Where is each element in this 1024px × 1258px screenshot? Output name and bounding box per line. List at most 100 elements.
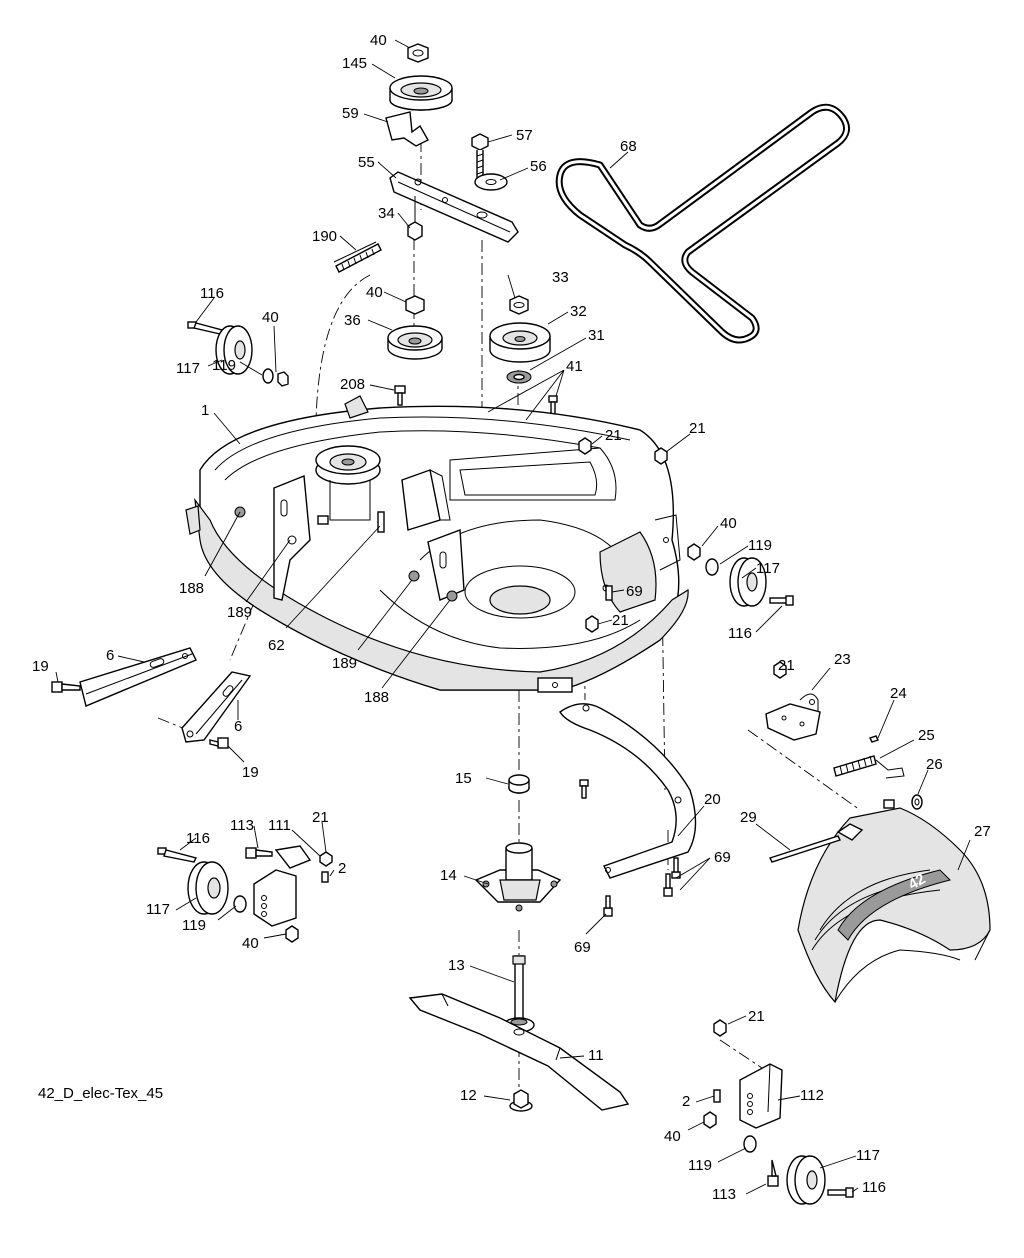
callout-2: 2 [682, 1093, 690, 1110]
mower-deck [185, 395, 689, 693]
callout-41: 41 [566, 358, 583, 375]
callout-26: 26 [926, 756, 943, 773]
callout-19: 19 [32, 658, 49, 675]
callout-188: 188 [364, 689, 389, 706]
callout-116: 116 [200, 285, 224, 302]
spindle-housing-14 [474, 842, 562, 912]
callout-13: 13 [448, 957, 465, 974]
pulley-stack [387, 295, 558, 451]
bearing-15 [508, 774, 530, 794]
callout-57: 57 [516, 127, 533, 144]
chute-rod-29 [769, 823, 864, 863]
callout-14: 14 [440, 867, 457, 884]
idler-arm-55 [389, 171, 519, 243]
callout-62: 62 [268, 637, 285, 654]
callout-113: 113 [230, 817, 254, 834]
callout-31: 31 [588, 327, 605, 344]
callout-119: 119 [748, 537, 772, 554]
wheel-assembly-lower-right [703, 1019, 854, 1205]
callout-6: 6 [106, 647, 114, 664]
callout-111: 111 [268, 817, 291, 834]
callout-69: 69 [714, 849, 731, 866]
callout-116: 116 [728, 625, 752, 642]
pin-24 [869, 735, 879, 743]
callout-29: 29 [740, 809, 757, 826]
callout-25: 25 [918, 727, 935, 744]
callout-40: 40 [366, 284, 383, 301]
callout-188: 188 [179, 580, 204, 597]
nut-12 [509, 1089, 533, 1112]
callout-59: 59 [342, 105, 359, 122]
spring-25 [833, 755, 905, 779]
nut-34 [407, 196, 423, 241]
spindle-stack [408, 774, 630, 1112]
callout-1: 1 [201, 402, 209, 419]
callout-117: 117 [176, 360, 200, 377]
callout-116: 116 [186, 830, 210, 847]
callout-6: 6 [234, 718, 242, 735]
callout-189: 189 [332, 655, 357, 672]
callout-21: 21 [748, 1008, 765, 1025]
callout-36: 36 [344, 312, 361, 329]
arm-6-bottom [181, 671, 252, 743]
deck-hardware [578, 437, 668, 633]
wheel-assembly-right [687, 543, 794, 607]
bolt-57 [471, 133, 489, 179]
callout-112: 112 [800, 1087, 824, 1104]
callout-33: 33 [552, 269, 569, 286]
callout-117: 117 [756, 560, 780, 577]
chute-bracket-23 [765, 661, 821, 741]
pulley-36 [387, 325, 443, 360]
bolt-19-bottom [209, 737, 229, 749]
leader-lines [55, 39, 971, 1195]
discharge-chute-27: 42 [797, 799, 991, 1004]
wheel-assembly-lower-left [157, 845, 333, 943]
callout-21: 21 [605, 427, 622, 444]
callout-56: 56 [530, 158, 547, 175]
callout-190: 190 [312, 228, 337, 245]
pulley-32 [489, 322, 551, 363]
baffle-20 [559, 703, 697, 879]
callout-117: 117 [856, 1147, 880, 1164]
callout-11: 11 [588, 1047, 604, 1064]
deck-badge: 42 [906, 870, 929, 893]
nut-40-top [407, 43, 429, 63]
idler-assembly-top [333, 43, 519, 273]
callout-189: 189 [227, 604, 252, 621]
mower-belt [555, 103, 851, 344]
callout-2: 2 [338, 860, 346, 877]
callout-69: 69 [574, 939, 591, 956]
callout-23: 23 [834, 651, 851, 668]
callout-27: 27 [974, 823, 991, 840]
callout-208: 208 [340, 376, 365, 393]
callout-34: 34 [378, 205, 395, 222]
bracket-112 [739, 1063, 783, 1129]
callout-21: 21 [689, 420, 706, 437]
nut-40-mid [405, 295, 425, 315]
callout-116: 116 [862, 1179, 886, 1196]
callout-40: 40 [262, 309, 279, 326]
callout-119: 119 [212, 357, 236, 374]
callout-113: 113 [712, 1186, 736, 1203]
callout-68: 68 [620, 138, 637, 155]
wheel-assembly-upper-left [187, 321, 289, 387]
callout-119: 119 [688, 1157, 712, 1174]
callout-21: 21 [612, 612, 629, 629]
blade-11 [408, 993, 630, 1111]
callout-117: 117 [146, 901, 170, 918]
callout-55: 55 [358, 154, 375, 171]
arm-6-top [79, 647, 197, 707]
diagram-caption: 42_D_elec-Tex_45 [38, 1085, 163, 1102]
bolt-208 [394, 385, 406, 406]
callout-40: 40 [370, 32, 387, 49]
spring-190 [333, 241, 382, 273]
callout-21: 21 [312, 809, 329, 826]
callout-21: 21 [778, 657, 795, 674]
bolts-69 [579, 779, 681, 917]
washer-56 [474, 173, 508, 191]
callout-12: 12 [460, 1087, 477, 1104]
shaft-13 [503, 955, 535, 1033]
idler-pulley-145 [389, 75, 453, 111]
bracket-59 [385, 111, 429, 147]
